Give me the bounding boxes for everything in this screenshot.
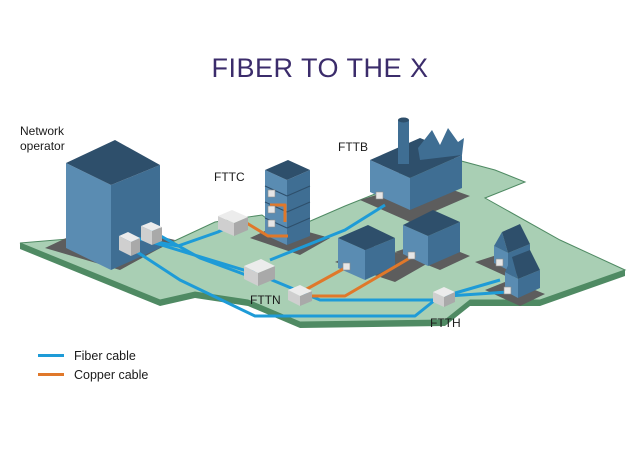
ftth-cabinet <box>433 287 455 307</box>
legend-label-fiber: Fiber cable <box>74 348 136 363</box>
fttc-building <box>264 160 311 245</box>
fttb-factory-building <box>370 117 464 210</box>
network-operator-label-line2: operator <box>20 139 65 153</box>
fttn-label: FTTN <box>250 293 281 307</box>
network-operator-label: Network operator <box>20 124 65 154</box>
network-operator-label-line1: Network <box>20 124 65 138</box>
copper-cables <box>244 203 416 298</box>
fttb-label: FTTB <box>338 140 368 154</box>
legend-item-fiber: Fiber cable <box>38 347 148 364</box>
legend: Fiber cable Copper cable <box>38 347 148 385</box>
fttn-cabinet <box>244 259 275 286</box>
legend-label-copper: Copper cable <box>74 367 149 382</box>
operator-cabinet-1 <box>119 232 140 256</box>
fiber-swatch <box>38 354 64 357</box>
fttc-label: FTTC <box>214 170 245 184</box>
legend-item-copper: Copper cable <box>38 366 148 383</box>
fttc-cabinet <box>218 210 248 236</box>
cabinets <box>119 189 512 307</box>
network-operator-building <box>66 140 160 270</box>
fttn-street-cabinet <box>288 285 312 306</box>
operator-cabinet-2 <box>141 222 162 245</box>
copper-swatch <box>38 373 64 376</box>
ftth-label: FTTH <box>430 316 461 330</box>
diagram-title: FIBER TO THE X <box>211 53 429 83</box>
